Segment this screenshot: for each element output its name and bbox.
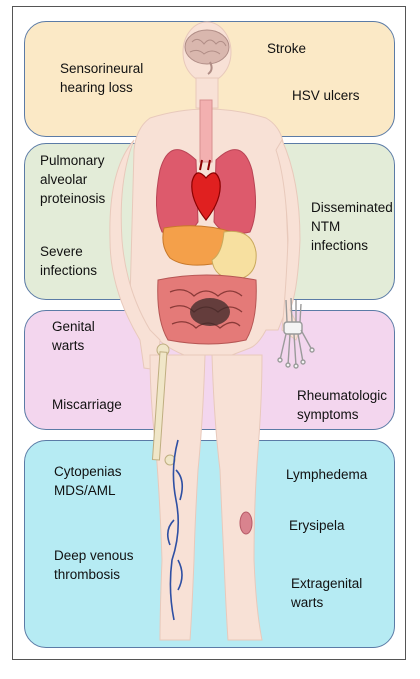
- femur-bone-icon: [151, 343, 176, 466]
- leg-veins-icon: [166, 439, 184, 621]
- label-cytopenias-mds-aml: Cytopenias MDS/AML: [54, 464, 122, 498]
- label-rheumatologic-symptoms: Rheumatologic symptoms: [297, 388, 388, 422]
- label-extragenital-warts: Extragenital warts: [291, 576, 363, 610]
- intestines-icon: [157, 274, 257, 345]
- lungs-icon: [156, 149, 256, 235]
- label-hsv-ulcers: HSV ulcers: [292, 88, 360, 103]
- label-lymphedema: Lymphedema: [286, 467, 368, 482]
- heart-icon: [191, 159, 221, 221]
- label-erysipela: Erysipela: [289, 518, 345, 533]
- hand-skeleton-icon: [277, 297, 315, 369]
- trachea-icon: [199, 99, 213, 163]
- label-stroke: Stroke: [267, 41, 307, 56]
- label-miscarriage: Miscarriage: [52, 397, 122, 412]
- label-disseminated-ntm: Disseminated NTM infections: [311, 200, 393, 253]
- label-severe-infections: Severe infections: [40, 244, 98, 278]
- label-genital-warts: Genital warts: [52, 319, 95, 353]
- skin-lesion-icon: [239, 511, 253, 535]
- liver-icon: [162, 225, 234, 266]
- panel-legs: [24, 440, 395, 648]
- label-deep-venous-thrombosis: Deep venous thrombosis: [54, 548, 134, 582]
- label-pulmonary-alveolar-proteinosis: Pulmonary alveolar proteinosis: [40, 153, 106, 206]
- brain-icon: [184, 29, 230, 75]
- label-hearing-loss: Sensorineural hearing loss: [60, 61, 144, 95]
